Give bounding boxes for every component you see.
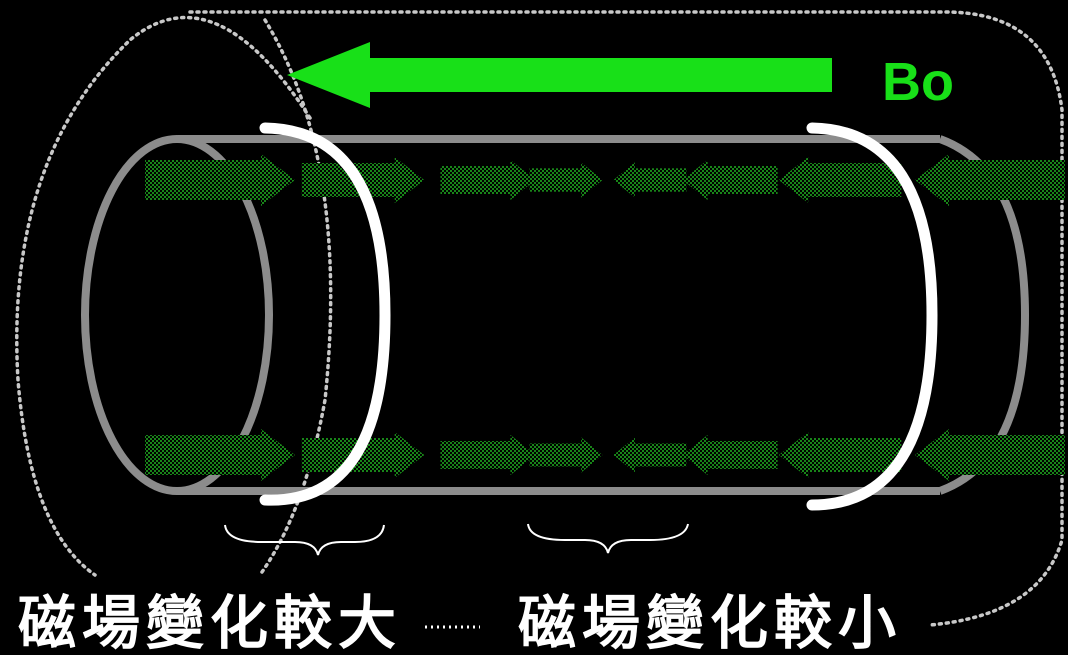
brace-center bbox=[527, 523, 689, 554]
gradient-coil-left bbox=[259, 122, 391, 506]
label-large-field-change: 磁場變化較大 bbox=[18, 589, 402, 655]
gradient-arrows-bottom-row bbox=[145, 429, 1065, 481]
gradient-arrow-top-4 bbox=[529, 162, 603, 198]
field-region-outline bbox=[188, 10, 1064, 627]
gradient-arrow-bottom-8 bbox=[915, 429, 1065, 481]
gradient-arrow-bottom-1 bbox=[145, 429, 295, 481]
gradient-arrow-bottom-2 bbox=[301, 432, 425, 478]
gradient-arrow-top-5 bbox=[613, 162, 687, 198]
brace-left bbox=[224, 524, 385, 556]
field-arrow-b0 bbox=[287, 42, 832, 108]
gradient-arrow-bottom-3 bbox=[440, 435, 536, 475]
tube-front-opening bbox=[81, 135, 273, 495]
gradient-arrow-top-8 bbox=[915, 154, 1065, 206]
field-label-b0: Bo bbox=[882, 52, 954, 112]
gradient-arrows-top-row bbox=[145, 154, 1065, 206]
gradient-arrow-bottom-4 bbox=[529, 437, 603, 473]
left-dotted-ellipse-inner bbox=[260, 18, 333, 574]
gradient-arrow-top-3 bbox=[440, 160, 536, 200]
gradient-arrow-bottom-5 bbox=[613, 437, 687, 473]
gradient-arrow-top-6 bbox=[682, 160, 778, 200]
gradient-arrow-bottom-6 bbox=[682, 435, 778, 475]
left-dotted-ellipse bbox=[15, 15, 312, 577]
gradient-coil-right bbox=[806, 122, 938, 511]
label-small-field-change: 磁場變化較小 bbox=[518, 589, 902, 655]
gradient-arrow-top-7 bbox=[778, 157, 902, 203]
gradient-arrow-top-1 bbox=[145, 154, 295, 206]
gradient-arrow-bottom-7 bbox=[778, 432, 902, 478]
